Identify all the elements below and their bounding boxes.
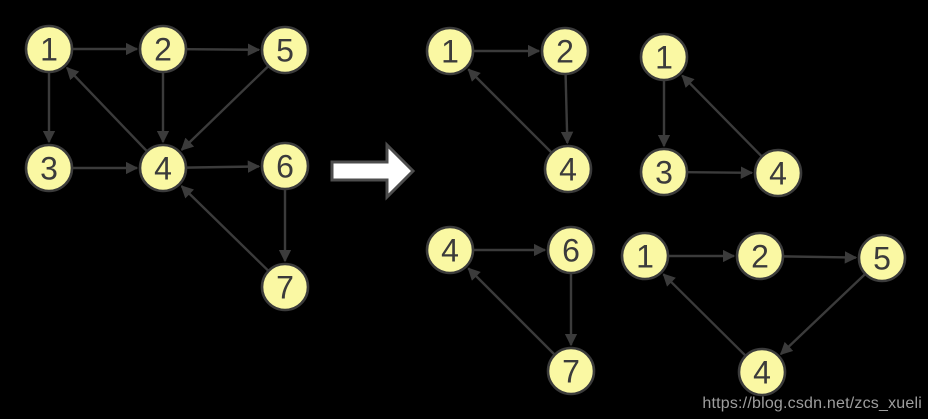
node-label-2: 2 [556,34,574,70]
graph-node-2 [540,26,590,76]
node-label-7: 7 [276,270,294,306]
node-label-4: 4 [154,151,172,187]
graph-node-4 [138,143,188,193]
node-label-7: 7 [562,354,580,390]
node-label-6: 6 [276,149,294,185]
cycle-1-3-4: 1 3 4 [639,32,803,198]
graph-node-3 [24,143,74,193]
edge-4-to-1 [662,273,747,357]
cycle-1-2-4: 1 2 4 [425,26,593,194]
graph-node-2 [138,24,188,74]
edge-5-to-4 [779,272,867,355]
node-label-4: 4 [559,152,577,188]
graph-node-4 [425,225,475,275]
edge-2-to-5 [782,251,858,264]
graph-node-4 [753,148,803,198]
watermark-text: https://blog.csdn.net/zcs_xueli [702,395,922,412]
node-label-4: 4 [753,355,771,391]
graph-node-4 [543,144,593,194]
node-label-1: 1 [636,239,654,275]
edge-4-to-1 [66,66,148,153]
node-label-1: 1 [655,40,673,76]
right-arrow-icon [330,141,416,201]
node-label-2: 2 [154,32,172,68]
graph-node-1 [639,32,689,82]
graph-node-1 [620,231,670,281]
edge-2-to-4 [560,73,574,145]
graph-node-1 [24,24,74,74]
edge-2-to-5 [185,43,261,56]
cycle-1-2-5-4: 1 2 5 4 [620,231,907,397]
edge-4-to-1 [681,74,763,158]
graph-node-5 [857,233,907,283]
node-label-4: 4 [441,233,459,269]
edge-4-to-6 [185,160,261,173]
graph-node-2 [735,231,785,281]
edge-7-to-4 [467,267,556,356]
edge-5-to-4 [180,65,270,151]
graph-node-7 [546,346,596,396]
graph-node-3 [639,147,689,197]
graph-node-7 [260,262,310,312]
node-label-3: 3 [40,151,58,187]
cycle-4-6-7: 4 6 7 [425,225,596,396]
node-label-4: 4 [769,156,787,192]
node-label-1: 1 [441,34,459,70]
node-label-2: 2 [751,239,769,275]
node-label-6: 6 [562,233,580,269]
node-label-5: 5 [873,241,891,277]
edge-3-to-4 [686,166,754,179]
original-graph: 1 2 5 3 4 6 7 [24,24,310,312]
node-label-3: 3 [655,155,673,191]
node-label-1: 1 [40,32,58,68]
edge-4-to-1 [467,68,553,154]
graph-node-4 [737,347,787,397]
graph-node-6 [260,141,310,191]
graph-node-1 [425,26,475,76]
node-label-5: 5 [276,33,294,69]
edge-7-to-4 [180,185,270,272]
graph-node-6 [546,225,596,275]
graph-node-5 [260,25,310,75]
